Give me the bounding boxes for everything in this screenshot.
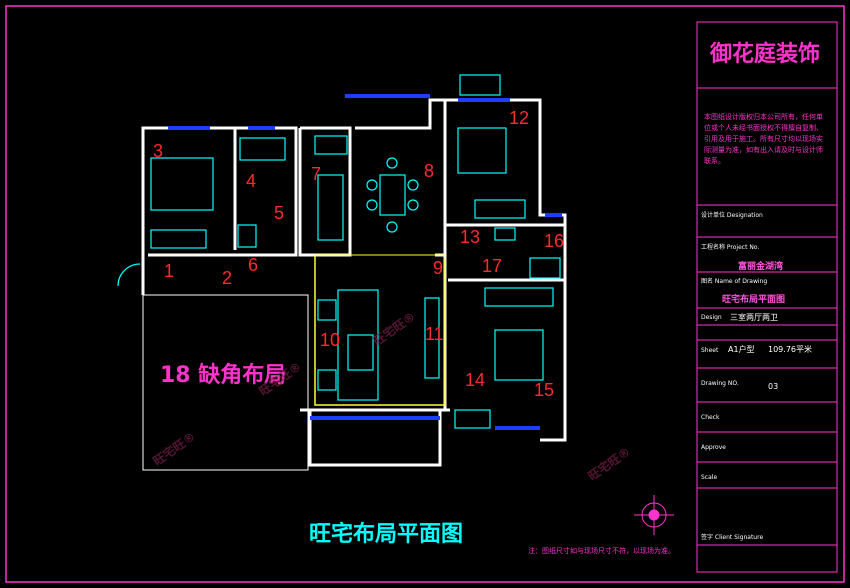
room-number: 6 xyxy=(248,255,259,275)
wardrobe-room3 xyxy=(150,229,207,249)
living-room-outline xyxy=(314,255,446,406)
sofa-set xyxy=(337,289,379,401)
room-number: 16 xyxy=(544,231,565,251)
north-arrow xyxy=(634,495,674,535)
wardrobe-room15 xyxy=(484,287,554,307)
furniture xyxy=(117,74,561,429)
bed-room3 xyxy=(150,157,214,211)
drawing-frame xyxy=(5,5,845,583)
tv-cabinet xyxy=(424,297,440,379)
room-number: 17 xyxy=(482,256,503,276)
room-number: 3 xyxy=(153,141,164,161)
missing-corner-label: 18 缺角布局 xyxy=(160,363,287,388)
dining-table xyxy=(379,174,406,216)
room-number: 8 xyxy=(424,161,435,181)
walls xyxy=(141,98,567,467)
title-block-frame xyxy=(696,21,838,573)
room-number: 10 xyxy=(320,330,341,350)
room-number: 7 xyxy=(311,164,322,184)
bathtub xyxy=(239,137,286,161)
room-number: 1 xyxy=(164,261,175,281)
room-number: 12 xyxy=(509,108,530,128)
plan-title: 旺宅布局平面图 xyxy=(308,522,463,547)
bed-room15 xyxy=(494,329,544,381)
room-number: 13 xyxy=(460,227,481,247)
windows xyxy=(168,94,562,430)
room-number: 14 xyxy=(465,370,486,390)
footnote: 注：图纸尺寸如与现场尺寸不符，以现场为准。 xyxy=(528,547,675,555)
room-number: 9 xyxy=(433,258,444,278)
room-number: 15 xyxy=(534,380,555,400)
room-number: 5 xyxy=(274,203,285,223)
bed-room12 xyxy=(457,127,507,174)
room-number: 2 xyxy=(222,268,233,288)
room-number: 11 xyxy=(425,324,444,344)
missing-corner-outline xyxy=(142,294,309,471)
room-number: 4 xyxy=(246,171,257,191)
